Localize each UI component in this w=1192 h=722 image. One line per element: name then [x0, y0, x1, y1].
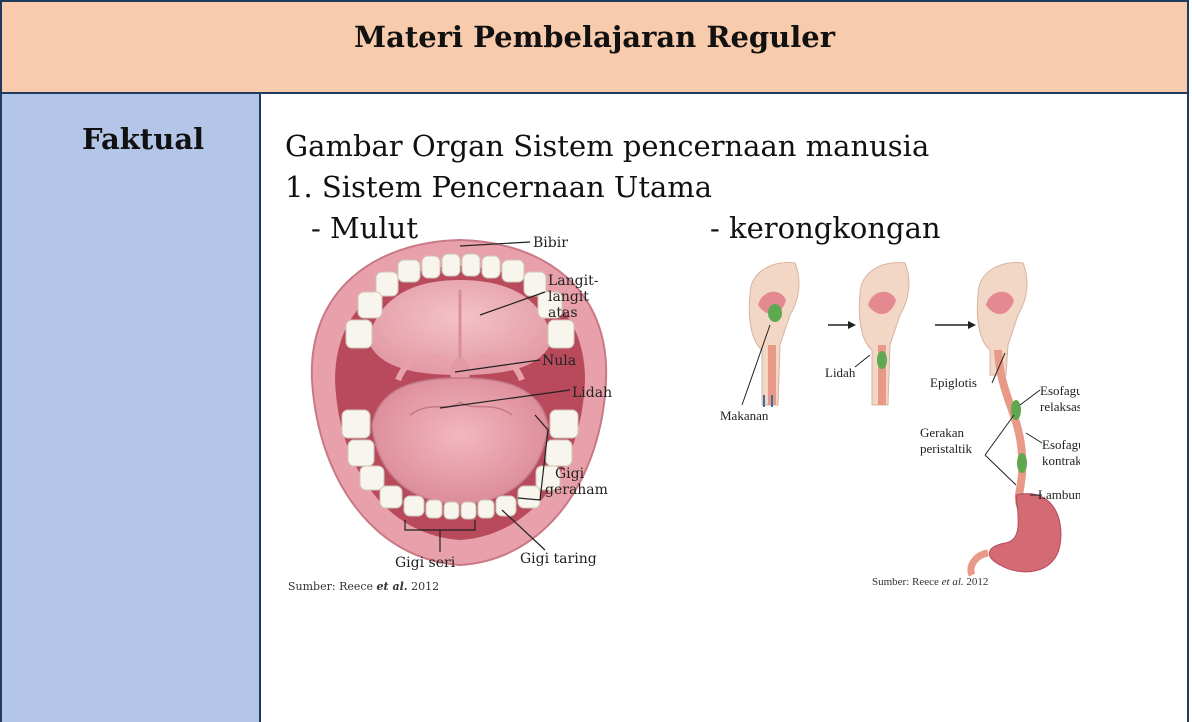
label-gigi-taring: Gigi taring: [520, 551, 597, 567]
label-gigi: Gigi: [555, 466, 585, 482]
table-header: Materi Pembelajaran Reguler: [0, 0, 1189, 94]
label-lidah: Lidah: [572, 385, 612, 401]
label-kontraksi: kontraksi: [1042, 453, 1080, 468]
row-label-cell: Faktual: [0, 94, 261, 722]
label-nula: Nula: [542, 353, 576, 369]
label-langit-2: langit: [548, 289, 589, 305]
label-lambung: Lambung: [1038, 487, 1080, 502]
label-esofagus-2: Esofagus: [1042, 437, 1080, 452]
label-gerakan: Gerakan: [920, 425, 965, 440]
esophagus-source-credit: Sumber: Reece et al. 2012: [872, 576, 988, 588]
label-bibir: Bibir: [533, 235, 568, 251]
mouth-illustration: Bibir Langit- langit atas Nula Lidah Gig…: [288, 235, 612, 593]
table-header-title: Materi Pembelajaran Reguler: [2, 20, 1187, 54]
mouth-diagram: Bibir Langit- langit atas Nula Lidah Gig…: [280, 230, 640, 600]
label-relaksasi: relaksasi: [1040, 399, 1080, 414]
label-peristaltik: peristaltik: [920, 441, 972, 456]
label-epiglotis: Epiglotis: [930, 375, 977, 390]
label-langit-3: atas: [548, 305, 578, 321]
row-label: Faktual: [82, 122, 204, 156]
label-geraham: geraham: [545, 482, 608, 498]
esophagus-diagram: Makanan Lidah Epiglotis Esofagus relaksa…: [720, 255, 1080, 595]
mouth-source-credit: Sumber: Reece et al. 2012: [288, 580, 439, 593]
label-makanan: Makanan: [720, 408, 769, 423]
label-langit-1: Langit-: [548, 273, 599, 289]
label-gigi-seri: Gigi seri: [395, 555, 456, 571]
subheading-kerongkongan: - kerongkongan: [710, 211, 941, 245]
content-item-1: 1. Sistem Pencernaan Utama: [285, 170, 712, 204]
swallowing-illustration: Makanan Lidah Epiglotis Esofagus relaksa…: [720, 262, 1080, 588]
label-esofagus-1: Esofagus: [1040, 383, 1080, 398]
label-lidah-esophagus: Lidah: [825, 365, 856, 380]
content-heading: Gambar Organ Sistem pencernaan manusia: [285, 129, 929, 163]
